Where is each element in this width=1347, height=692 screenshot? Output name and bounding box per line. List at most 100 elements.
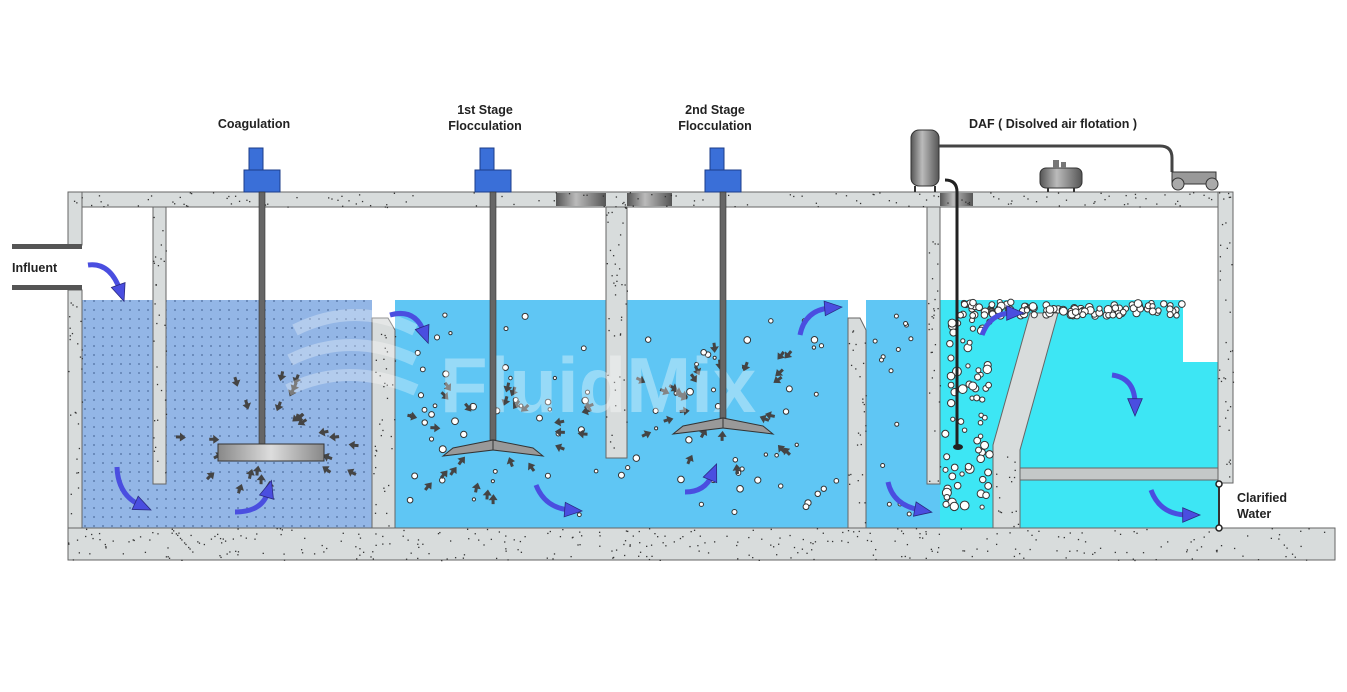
air-bubble: [977, 419, 984, 426]
speckle-dot: [1219, 244, 1222, 246]
speckle-dot: [761, 538, 763, 540]
speckle-dot: [629, 192, 632, 194]
air-bubble: [979, 475, 987, 484]
speckle-dot: [1227, 409, 1229, 412]
speckle-dot: [122, 553, 125, 555]
speckle-dot: [790, 557, 792, 559]
motor-icon: [709, 147, 725, 171]
speckle-dot: [937, 263, 939, 265]
speckle-dot: [627, 530, 629, 533]
speckle-dot: [937, 290, 939, 292]
speckle-dot: [552, 558, 554, 560]
speckle-dot: [625, 303, 627, 305]
speckle-dot: [626, 421, 628, 423]
speckle-dot: [919, 193, 921, 195]
speckle-dot: [73, 200, 76, 202]
speckle-dot: [262, 552, 264, 555]
speckle-dot: [858, 530, 860, 533]
speckle-dot: [586, 194, 588, 196]
float-bubble: [1155, 307, 1162, 314]
speckle-dot: [1231, 264, 1233, 266]
speckle-dot: [615, 196, 618, 198]
air-bubble: [941, 429, 950, 438]
mixing-arrow-icon: [784, 350, 793, 359]
speckle-dot: [609, 249, 612, 252]
label-stage1-line1: 1st Stage: [457, 103, 513, 117]
speckle-dot: [139, 536, 142, 538]
speckle-dot: [960, 528, 962, 530]
speckle-dot: [1223, 377, 1225, 379]
speckle-dot: [132, 539, 134, 541]
mixing-arrow-icon: [256, 474, 266, 485]
speckle-dot: [570, 555, 572, 558]
speckle-dot: [577, 544, 579, 546]
speckle-dot: [848, 474, 850, 476]
speckle-dot: [1008, 476, 1011, 479]
speckle-dot: [105, 547, 107, 549]
speckle-dot: [1219, 425, 1221, 428]
floc-particle: [908, 336, 914, 342]
speckle-dot: [1219, 270, 1222, 272]
speckle-dot: [78, 447, 81, 450]
floc-particle: [593, 468, 599, 474]
speckle-dot: [1210, 198, 1213, 201]
speckle-dot: [162, 230, 164, 232]
speckle-dot: [737, 541, 739, 543]
speckle-dot: [1083, 552, 1085, 554]
speckle-dot: [405, 201, 407, 203]
floc-particle: [584, 389, 591, 395]
floc-particle: [677, 475, 685, 484]
speckle-dot: [153, 262, 156, 264]
speckle-dot: [562, 529, 564, 531]
speckle-dot: [965, 201, 967, 203]
speckle-dot: [79, 356, 82, 358]
mixing-arrow-icon: [209, 434, 220, 444]
speckle-dot: [304, 537, 306, 540]
speckle-dot: [373, 473, 375, 475]
speckle-dot: [665, 545, 667, 547]
mixing-arrow-icon: [471, 482, 481, 493]
speckle-dot: [380, 333, 383, 336]
speckle-dot: [160, 389, 163, 392]
speckle-dot: [748, 536, 750, 539]
mixing-arrow-icon: [709, 342, 719, 353]
speckle-dot: [639, 551, 642, 553]
float-bubble: [1133, 299, 1143, 308]
speckle-dot: [835, 193, 837, 195]
speckle-dot: [1179, 205, 1181, 207]
speckle-dot: [770, 544, 772, 546]
speckle-dot: [1145, 198, 1147, 200]
speckle-dot: [296, 196, 298, 199]
speckle-dot: [422, 543, 424, 545]
mixing-arrow-icon: [659, 386, 670, 396]
speckle-dot: [806, 552, 808, 554]
speckle-dot: [697, 545, 699, 547]
floc-particle: [581, 396, 589, 405]
speckle-dot: [1027, 198, 1029, 200]
speckle-dot: [1134, 559, 1136, 562]
speckle-dot: [816, 528, 819, 530]
float-bubble: [1059, 306, 1068, 316]
floc-particle: [632, 454, 641, 462]
floc-particle: [685, 436, 693, 444]
speckle-dot: [1220, 380, 1223, 383]
speckle-dot: [1229, 463, 1232, 465]
speckle-dot: [375, 449, 377, 452]
speckle-dot: [405, 558, 408, 560]
speckle-dot: [249, 200, 251, 203]
speckle-dot: [190, 534, 192, 537]
speckle-dot: [1229, 406, 1232, 408]
speckle-dot: [1015, 510, 1017, 512]
air-bubble: [985, 450, 994, 459]
float-bubble: [988, 301, 996, 309]
speckle-dot: [77, 423, 80, 425]
air-bubble: [979, 396, 986, 403]
speckle-dot: [793, 195, 795, 198]
floc-particle: [490, 479, 495, 484]
speckle-dot: [454, 557, 457, 559]
speckle-dot: [921, 537, 924, 539]
speckle-dot: [864, 502, 866, 504]
speckle-dot: [383, 386, 385, 388]
speckle-dot: [1134, 193, 1137, 196]
speckle-dot: [77, 343, 79, 345]
